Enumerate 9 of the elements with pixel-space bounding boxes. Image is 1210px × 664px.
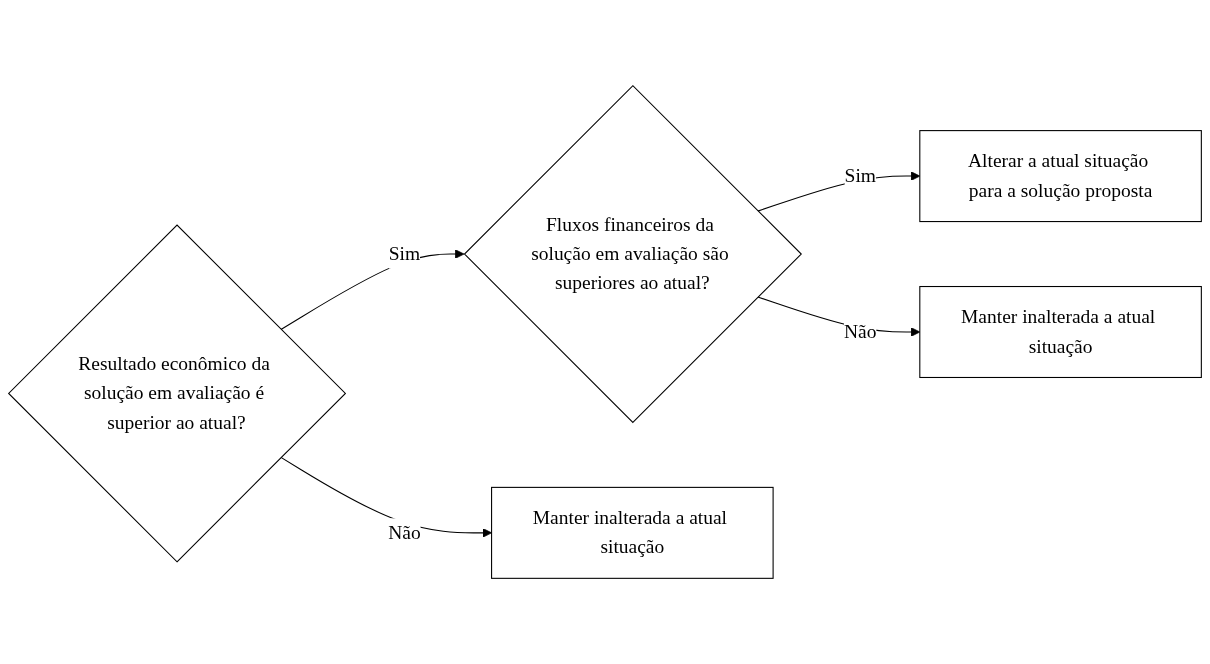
edge-label: Sim: [388, 242, 421, 265]
node-diamond: Resultado econômico da solução em avaliação é superior ao atual?: [7, 224, 347, 563]
edge-label: Não: [844, 320, 877, 343]
edge-label: Sim: [844, 164, 876, 187]
node-box: Manter inalterada a atual situação: [919, 285, 1202, 379]
node-box: Alterar a atual situação para a solução proposta: [919, 130, 1202, 223]
edge-label: Não: [388, 521, 421, 544]
node-diamond: Fluxos financeiros da solução em avaliação são superiores ao atual?: [463, 84, 802, 424]
node-box: Manter inalterada a atual situação: [491, 486, 774, 579]
